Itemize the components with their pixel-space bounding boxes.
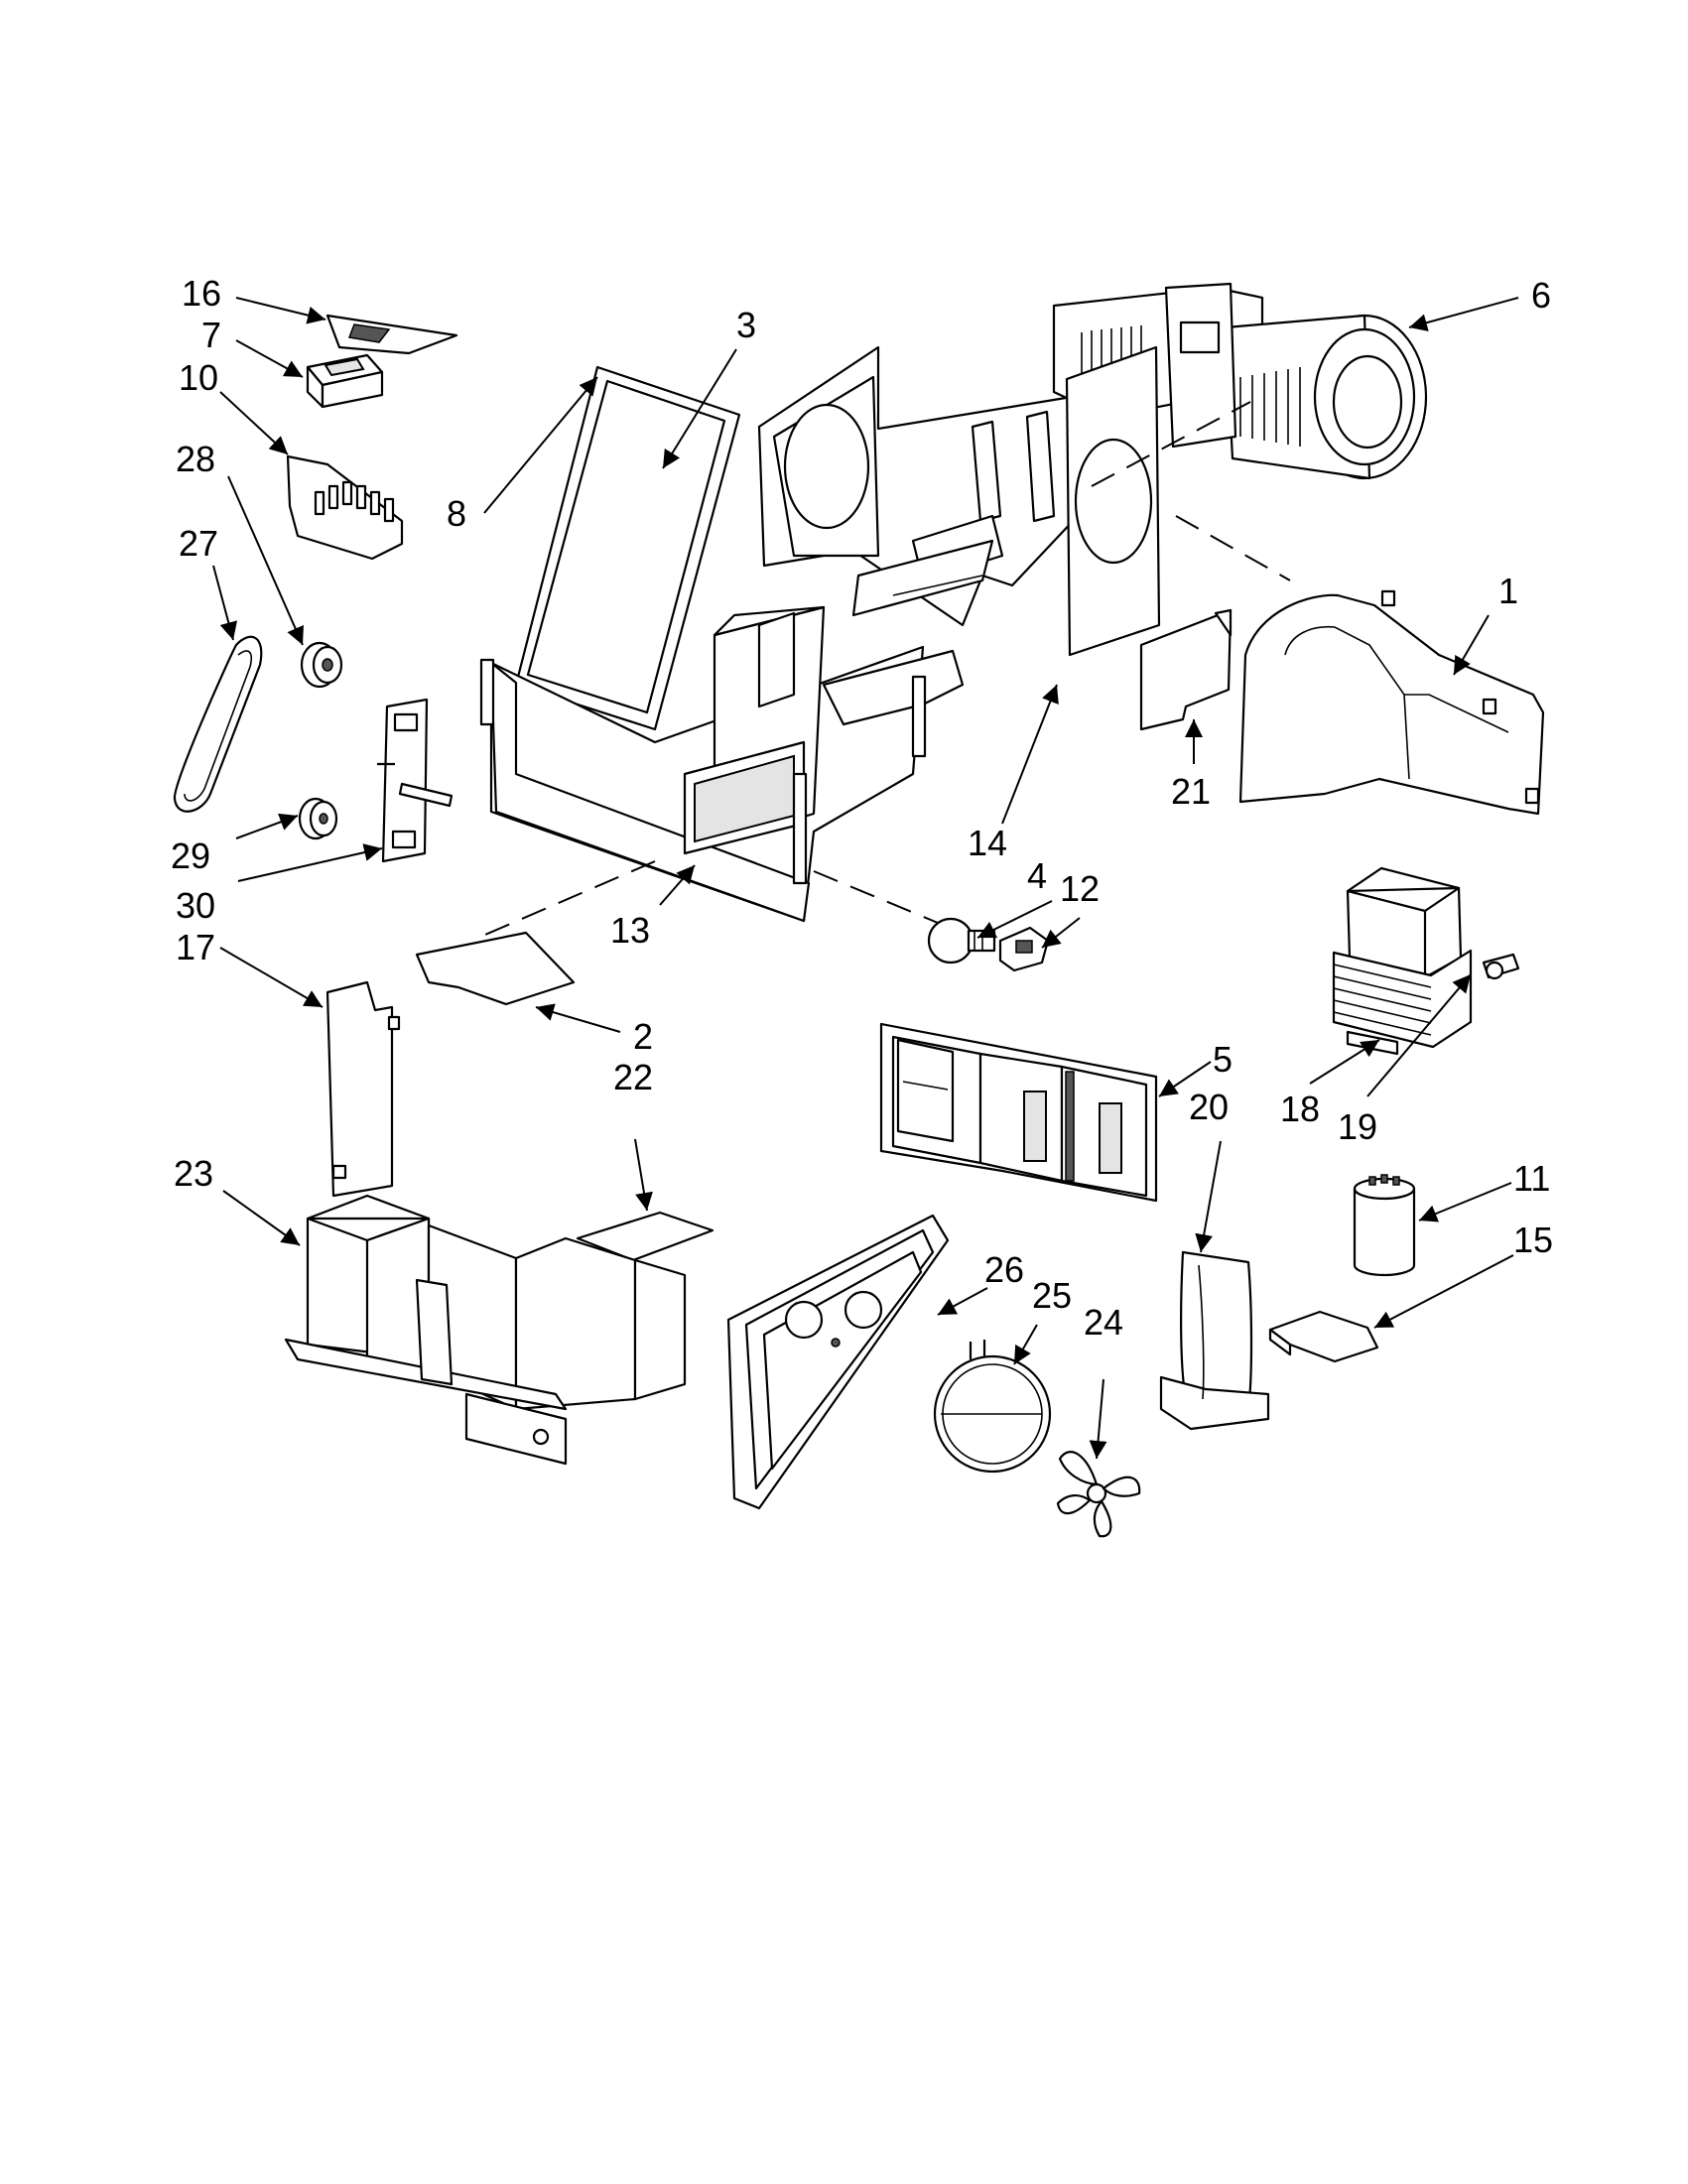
callout-5: 5	[1213, 1039, 1233, 1080]
part-10-circuit-board	[286, 454, 404, 561]
part-29-pulley	[298, 797, 338, 840]
callout-19: 19	[1338, 1106, 1377, 1147]
part-27-belt	[173, 635, 263, 813]
part-17-bracket	[325, 980, 401, 1198]
callout-26: 26	[984, 1249, 1024, 1290]
part-7-capacitor-block	[306, 353, 384, 409]
part-30-shaft-bracket	[377, 698, 454, 863]
callout-30: 30	[176, 885, 215, 926]
part-12-lamp-socket	[998, 926, 1050, 972]
part-4-lamp	[927, 917, 996, 964]
callout-22: 22	[613, 1057, 653, 1097]
callout-29: 29	[171, 835, 210, 876]
part-14-upper-chassis	[757, 345, 1161, 657]
part-25-heating-element	[933, 1340, 1052, 1474]
part-13-base-frame	[479, 605, 965, 923]
part-28-pulley	[300, 641, 343, 689]
callout-labels: 16 7 10 28 27 29 30 17 3 6 8 1 21 14 4 1…	[171, 273, 1553, 1343]
callout-8: 8	[447, 493, 466, 534]
callout-15: 15	[1513, 1220, 1553, 1260]
callout-10: 10	[179, 357, 218, 398]
leader-arrows	[212, 297, 1519, 1460]
callout-16: 16	[182, 273, 221, 314]
callout-12: 12	[1060, 868, 1100, 909]
part-26-door-frame	[726, 1214, 950, 1510]
callout-2: 2	[633, 1016, 653, 1057]
part-18-transformer	[1332, 866, 1473, 1056]
callout-28: 28	[176, 439, 215, 479]
part-21-plate	[1139, 608, 1233, 731]
part-1-duct-cover	[1238, 589, 1545, 816]
part-11-capacitor	[1353, 1174, 1416, 1277]
callout-23: 23	[174, 1153, 213, 1194]
part-5-door-choke-panel	[879, 1022, 1158, 1203]
callout-3: 3	[736, 305, 756, 345]
part-2-cover-plate	[415, 931, 576, 1006]
part-19-thermal-fuse	[1482, 953, 1520, 980]
callout-4: 4	[1027, 855, 1047, 896]
callout-20: 20	[1189, 1087, 1229, 1127]
callout-18: 18	[1280, 1089, 1320, 1129]
callout-25: 25	[1032, 1275, 1072, 1316]
callout-21: 21	[1171, 771, 1211, 812]
part-20-waveguide	[1159, 1250, 1270, 1431]
callout-13: 13	[610, 910, 650, 951]
callout-17: 17	[176, 927, 215, 967]
callout-7: 7	[201, 315, 221, 355]
part-15-capacitor-bracket	[1268, 1310, 1379, 1363]
part-8-filter-panel	[514, 365, 741, 731]
callout-14: 14	[968, 823, 1007, 863]
alignment-dash-lines	[477, 401, 1291, 939]
callout-24: 24	[1084, 1302, 1123, 1343]
part-24-fan-blade	[1056, 1451, 1141, 1538]
callout-11: 11	[1513, 1158, 1550, 1199]
callout-27: 27	[179, 523, 218, 564]
part-23-air-duct	[284, 1194, 687, 1466]
part-16-label	[325, 314, 458, 355]
callout-6: 6	[1531, 275, 1551, 316]
callout-1: 1	[1498, 571, 1518, 611]
